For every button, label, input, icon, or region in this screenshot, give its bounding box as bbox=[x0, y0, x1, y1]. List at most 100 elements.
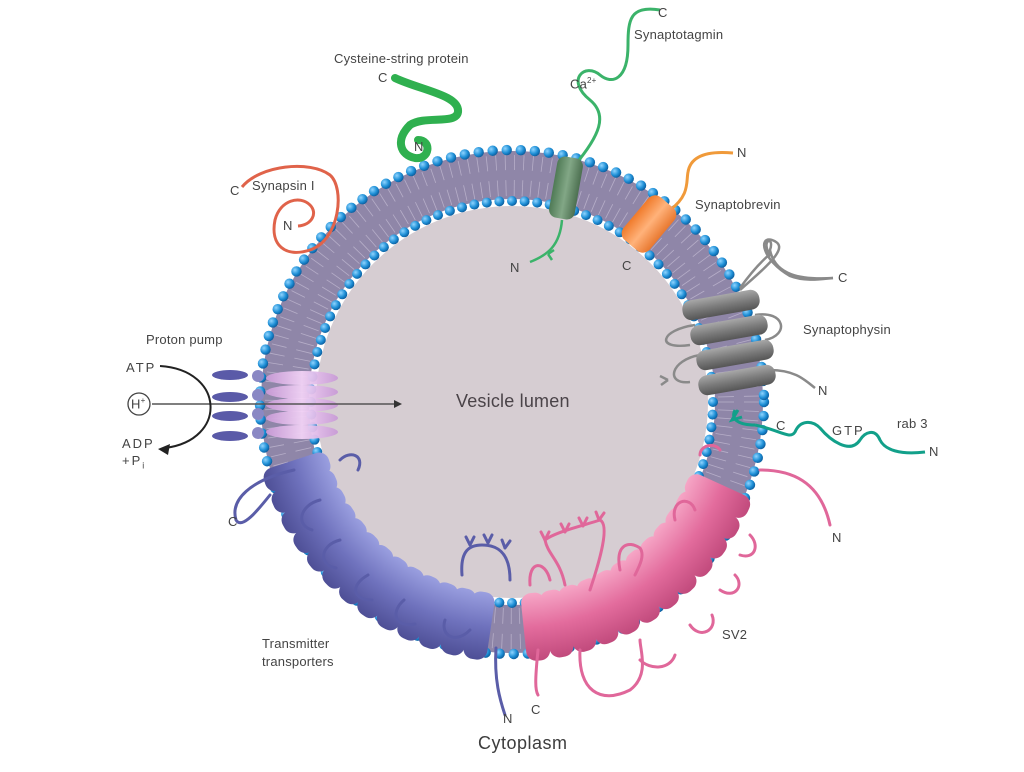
lipid-headgroup-inner bbox=[360, 259, 370, 269]
synaptobrevin-n-terminus: N bbox=[737, 145, 747, 160]
lipid-headgroup-outer bbox=[357, 194, 367, 204]
lipid-headgroup-inner bbox=[494, 196, 504, 206]
lipid-headgroup-inner bbox=[581, 210, 591, 220]
lipid-headgroup-inner bbox=[325, 311, 335, 321]
lipid-headgroup-outer bbox=[432, 156, 442, 166]
proton-pump-subunit bbox=[266, 411, 338, 425]
lipid-headgroup-inner bbox=[698, 459, 708, 469]
lipid-headgroup-outer bbox=[724, 269, 734, 279]
synaptotagmin-label: Synaptotagmin bbox=[634, 27, 723, 42]
lipid-headgroup-outer bbox=[460, 149, 470, 159]
lipid-headgroup-inner bbox=[708, 410, 718, 420]
phosphate-symbol: +P bbox=[122, 453, 142, 468]
lipid-headgroup-inner bbox=[507, 598, 517, 608]
calcium-ion: Ca bbox=[570, 76, 587, 91]
lipid-headgroup-inner bbox=[654, 259, 664, 269]
calcium-binding-label: Ca2+ bbox=[570, 76, 597, 91]
synaptobrevin-label: Synaptobrevin bbox=[695, 197, 781, 212]
lipid-headgroup-outer bbox=[406, 166, 416, 176]
synaptotagmin-c-terminus: C bbox=[658, 5, 668, 20]
lipid-headgroup-inner bbox=[369, 250, 379, 260]
lipid-headgroup-outer bbox=[544, 148, 554, 158]
lipid-headgroup-outer bbox=[636, 180, 646, 190]
lipid-headgroup-outer bbox=[585, 157, 595, 167]
lipid-headgroup-outer bbox=[691, 224, 701, 234]
rab3-label: rab 3 bbox=[897, 416, 928, 431]
rab3-gtp-label: GTP bbox=[832, 423, 865, 438]
lipid-tail bbox=[519, 608, 520, 624]
proton-pump-subunit bbox=[266, 398, 338, 412]
lipid-tail bbox=[520, 634, 521, 649]
transporter-n-terminus: N bbox=[503, 711, 513, 726]
lipid-headgroup-inner bbox=[706, 422, 716, 432]
lipid-headgroup-inner bbox=[445, 206, 455, 216]
phosphate-label: +Pi bbox=[122, 453, 146, 471]
lipid-headgroup-outer bbox=[264, 331, 274, 341]
lipid-headgroup-outer bbox=[260, 344, 270, 354]
lipid-headgroup-outer bbox=[278, 291, 288, 301]
proton-label: H+ bbox=[131, 396, 145, 411]
sv2-label: SV2 bbox=[722, 627, 747, 642]
lipid-headgroup-inner bbox=[677, 289, 687, 299]
lipid-headgroup-outer bbox=[268, 317, 278, 327]
lipid-headgroup-inner bbox=[469, 200, 479, 210]
proton-pump-label: Proton pump bbox=[146, 332, 223, 347]
lipid-headgroup-outer bbox=[393, 172, 403, 182]
lipid-headgroup-inner bbox=[312, 347, 322, 357]
vesicle-lumen-label: Vesicle lumen bbox=[456, 391, 570, 412]
lipid-headgroup-outer bbox=[487, 146, 497, 156]
lipid-headgroup-outer bbox=[369, 186, 379, 196]
lipid-headgroup-outer bbox=[272, 304, 282, 314]
lipid-headgroup-outer bbox=[758, 411, 768, 421]
lipid-headgroup-outer bbox=[624, 173, 634, 183]
lipid-headgroup-outer bbox=[717, 257, 727, 267]
rab3-n-terminus: N bbox=[929, 444, 939, 459]
lipid-headgroup-outer bbox=[291, 266, 301, 276]
lipid-headgroup-inner bbox=[410, 221, 420, 231]
transporter-c-terminus: C bbox=[228, 514, 238, 529]
lipid-headgroup-outer bbox=[598, 162, 608, 172]
lipid-headgroup-outer bbox=[509, 649, 519, 659]
lipid-headgroup-outer bbox=[755, 439, 765, 449]
lipid-headgroup-inner bbox=[708, 397, 718, 407]
synaptophysin-n-terminus: N bbox=[818, 383, 828, 398]
phosphate-subscript: i bbox=[142, 461, 146, 471]
proton-symbol: H bbox=[131, 396, 141, 411]
lipid-headgroup-inner bbox=[331, 300, 341, 310]
lipid-headgroup-outer bbox=[700, 235, 710, 245]
synapsin-n-terminus: N bbox=[283, 218, 293, 233]
cysteine-string-n-terminus: N bbox=[414, 139, 424, 154]
synaptotagmin-n-terminus: N bbox=[510, 260, 520, 275]
lipid-headgroup-inner bbox=[482, 198, 492, 208]
lipid-headgroup-outer bbox=[745, 480, 755, 490]
lipid-headgroup-outer bbox=[419, 161, 429, 171]
lipid-headgroup-inner bbox=[704, 435, 714, 445]
lipid-headgroup-outer bbox=[259, 442, 269, 452]
lipid-headgroup-inner bbox=[310, 359, 320, 369]
lipid-headgroup-inner bbox=[337, 289, 347, 299]
cysteine-string-protein-label: Cysteine-string protein bbox=[334, 51, 469, 66]
cysteine-string-c-terminus: C bbox=[378, 70, 388, 85]
lipid-headgroup-outer bbox=[502, 145, 512, 155]
synaptophysin-c-terminus: C bbox=[838, 270, 848, 285]
lipid-headgroup-inner bbox=[662, 269, 672, 279]
proton-pump-subunit bbox=[266, 425, 338, 439]
lipid-headgroup-inner bbox=[344, 279, 354, 289]
lipid-headgroup-inner bbox=[520, 196, 530, 206]
proton-pump-subunit bbox=[266, 385, 338, 399]
lipid-headgroup-outer bbox=[611, 167, 621, 177]
lipid-headgroup-outer bbox=[709, 246, 719, 256]
lipid-headgroup-outer bbox=[258, 358, 268, 368]
synaptophysin-label: Synaptophysin bbox=[803, 322, 891, 337]
lipid-headgroup-outer bbox=[284, 278, 294, 288]
lipid-headgroup-inner bbox=[670, 279, 680, 289]
lipid-headgroup-outer bbox=[530, 146, 540, 156]
sv2-n-terminus: N bbox=[832, 530, 842, 545]
lipid-headgroup-inner bbox=[507, 196, 517, 206]
lipid-headgroup-outer bbox=[681, 214, 691, 224]
lipid-headgroup-outer bbox=[749, 466, 759, 476]
rab3-c-terminus: C bbox=[776, 418, 786, 433]
lipid-headgroup-outer bbox=[381, 179, 391, 189]
lipid-headgroup-outer bbox=[446, 152, 456, 162]
